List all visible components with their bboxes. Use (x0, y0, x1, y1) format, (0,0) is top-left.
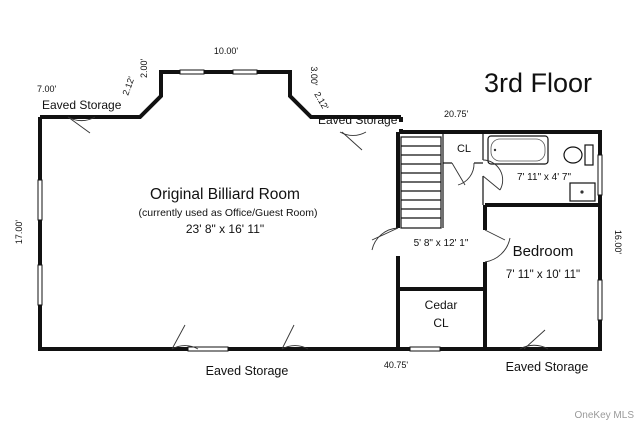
closet-label: CL (457, 143, 471, 155)
staircase (400, 136, 442, 229)
dim-bottom-width: 40.75' (384, 360, 409, 370)
dim-diag-left-a: 2.12' (120, 75, 136, 97)
bath-size: 7' 11" x 4' 7" (517, 172, 572, 183)
dim-right-height: 16.00' (613, 230, 623, 255)
billiard-room-size: 23' 8" x 16' 11" (186, 222, 264, 236)
hall-size: 5' 8" x 12' 1" (414, 238, 469, 249)
cedar-closet-line1: Cedar (425, 298, 458, 312)
bedroom-name: Bedroom (513, 243, 574, 260)
cedar-closet-line2: CL (433, 316, 449, 330)
dim-left-height: 17.00' (14, 220, 24, 245)
bedroom-size: 7' 11" x 10' 11" (506, 269, 580, 281)
doors (67, 116, 549, 350)
floor-title: 3rd Floor (484, 68, 592, 98)
storage-bottom-mid: Eaved Storage (206, 364, 289, 378)
billiard-room-note: (currently used as Office/Guest Room) (139, 207, 318, 219)
dim-diag-right: 2.12' (312, 90, 330, 112)
billiard-room-name: Original Billiard Room (150, 186, 300, 203)
dim-right-short: 3.00' (309, 66, 319, 86)
dim-top-left: 7.00' (37, 84, 57, 94)
windows (37, 69, 603, 352)
bath-fixtures (487, 135, 596, 202)
dim-diag-left-b: 2.00' (139, 58, 149, 78)
exterior-walls (38, 70, 602, 351)
dim-top-center: 10.00' (214, 46, 239, 56)
labels: 3rd Floor 10.00' 7.00' 2.12' 2.00' 3.00'… (14, 46, 634, 421)
dim-top-right: 20.75' (444, 109, 469, 119)
storage-top-mid: Eaved Storage (318, 113, 398, 127)
watermark: OneKey MLS (575, 410, 635, 421)
interior-walls (396, 132, 600, 349)
storage-bottom-right: Eaved Storage (506, 360, 589, 374)
storage-top-left: Eaved Storage (42, 98, 122, 112)
